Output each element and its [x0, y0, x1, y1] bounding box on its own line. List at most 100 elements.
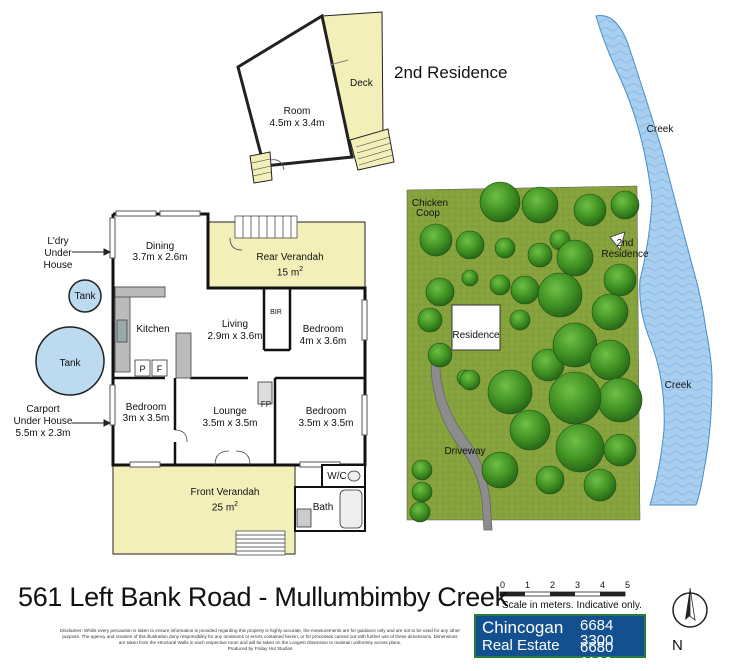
- living-size: 2.9m x 3.6m: [207, 331, 263, 342]
- scale-tick: 3: [575, 580, 581, 590]
- disclaimer: Disclaimer: Whilst every precaution is t…: [60, 628, 460, 652]
- produced-by: Produced by Friday Hut Studios: [227, 646, 293, 651]
- tree-canopy: [603, 263, 637, 297]
- bedroom-2-size: 3m x 3.5m: [122, 413, 170, 424]
- second-residence-building: [236, 11, 395, 184]
- laundry-label-1: L'dry: [47, 236, 69, 247]
- carport-label-2: Under House: [13, 416, 73, 427]
- tree-canopy: [583, 468, 617, 502]
- tree-canopy: [487, 369, 533, 415]
- rear-verandah-size: 15 m2: [276, 266, 304, 279]
- chicken-coop-label-2: Coop: [416, 208, 440, 219]
- tree-canopy: [589, 339, 631, 381]
- living-label: Living: [221, 319, 249, 330]
- site-second-residence-label-1: 2nd: [616, 238, 634, 249]
- agent-phone-1: 6684 3300: [580, 617, 614, 649]
- tree-canopy: [481, 451, 519, 489]
- tree-canopy: [461, 269, 479, 287]
- large-tank-label: Tank: [59, 358, 81, 369]
- tree-canopy: [556, 239, 594, 277]
- kitchen-label: Kitchen: [136, 324, 170, 335]
- bir-label: BIR: [270, 309, 282, 316]
- tree-canopy: [425, 277, 455, 307]
- bedroom-3-label: Bedroom: [305, 406, 347, 417]
- tree-canopy: [427, 342, 453, 368]
- fireplace-label: FP: [260, 400, 272, 409]
- carport-label-1: Carport: [26, 404, 60, 415]
- creek-top-label: Creek: [646, 124, 674, 135]
- tree-canopy: [509, 409, 551, 451]
- scale-tick: 4: [600, 580, 606, 590]
- laundry-label-2: Under: [44, 248, 72, 259]
- tree-canopy: [555, 423, 605, 473]
- tree-canopy: [610, 190, 640, 220]
- agent-name: Chincogan: [482, 618, 564, 637]
- tree-canopy: [527, 242, 553, 268]
- tree-canopy: [419, 223, 453, 257]
- tree-canopy: [521, 186, 559, 224]
- scale-tick: 0: [500, 580, 506, 590]
- tree-canopy: [489, 274, 511, 296]
- tree-canopy: [548, 371, 602, 425]
- deck-label: Deck: [350, 78, 373, 89]
- tree-canopy: [537, 272, 583, 318]
- residence-label: Residence: [452, 330, 500, 341]
- tree-canopy: [509, 309, 531, 331]
- front-verandah-label: Front Verandah: [190, 487, 260, 498]
- agent-logo: Chincogan Real Estate 6684 3300 6680 110…: [474, 614, 646, 670]
- tree-canopy: [409, 501, 431, 523]
- bedroom-3-size: 3.5m x 3.5m: [298, 418, 354, 429]
- creek-mid-label: Creek: [664, 380, 692, 391]
- north-arrow-icon: [672, 587, 708, 628]
- tree-canopy: [411, 459, 433, 481]
- pantry-label: P: [139, 364, 146, 374]
- tree-canopy: [417, 307, 443, 333]
- chicken-coop-label-1: Chicken: [411, 198, 449, 209]
- bedroom-2-label: Bedroom: [125, 402, 167, 413]
- tree-canopy: [573, 193, 607, 227]
- driveway-label: Driveway: [444, 446, 486, 457]
- laundry-label-3: House: [43, 260, 73, 271]
- main-floorplan: [35, 210, 368, 556]
- agent-phone-2: 6680 1100: [580, 639, 614, 671]
- front-verandah-size: 25 m2: [211, 501, 239, 514]
- dining-size: 3.7m x 2.6m: [132, 252, 188, 263]
- tree-canopy: [535, 465, 565, 495]
- wc-label: W/C: [327, 471, 347, 482]
- lounge-label: Lounge: [213, 406, 247, 417]
- tree-canopy: [597, 377, 643, 423]
- tree-canopy: [531, 348, 565, 382]
- small-tank-label: Tank: [74, 291, 96, 302]
- bedroom-1-size: 4m x 3.6m: [299, 336, 347, 347]
- tree-canopy: [591, 293, 629, 331]
- tree-canopy: [479, 181, 521, 223]
- scale-bar: [499, 591, 626, 597]
- scale-caption: Scale in meters. Indicative only.: [502, 600, 642, 611]
- second-residence-heading: 2nd Residence: [394, 63, 508, 82]
- disclaimer-text: Disclaimer: Whilst every precaution is t…: [60, 628, 460, 645]
- bedroom-1-label: Bedroom: [302, 324, 344, 335]
- agent-subtitle: Real Estate: [482, 637, 560, 654]
- dining-label: Dining: [145, 241, 175, 252]
- tree-canopy: [455, 230, 485, 260]
- tree-canopy: [603, 433, 637, 467]
- tree-canopy: [510, 275, 540, 305]
- bath-label: Bath: [312, 502, 334, 513]
- fridge-label: F: [156, 364, 163, 374]
- carport-label-3: 5.5m x 2.3m: [15, 428, 71, 439]
- site-second-residence-label-2: Residence: [601, 249, 649, 260]
- page-title: 561 Left Bank Road - Mullumbimby Creek: [18, 582, 508, 612]
- lounge-size: 3.5m x 3.5m: [202, 418, 258, 429]
- room-name: Room: [283, 106, 311, 117]
- tree-canopy: [411, 481, 433, 503]
- tree-canopy: [494, 237, 516, 259]
- rear-verandah-label: Rear Verandah: [256, 252, 324, 263]
- scale-tick: 1: [525, 580, 531, 590]
- scale-tick: 2: [550, 580, 556, 590]
- site-plan: [406, 15, 713, 531]
- scale-tick: 5: [625, 580, 631, 590]
- north-label: N: [672, 637, 683, 654]
- tree-canopy: [459, 369, 481, 391]
- room-size: 4.5m x 3.4m: [269, 118, 325, 129]
